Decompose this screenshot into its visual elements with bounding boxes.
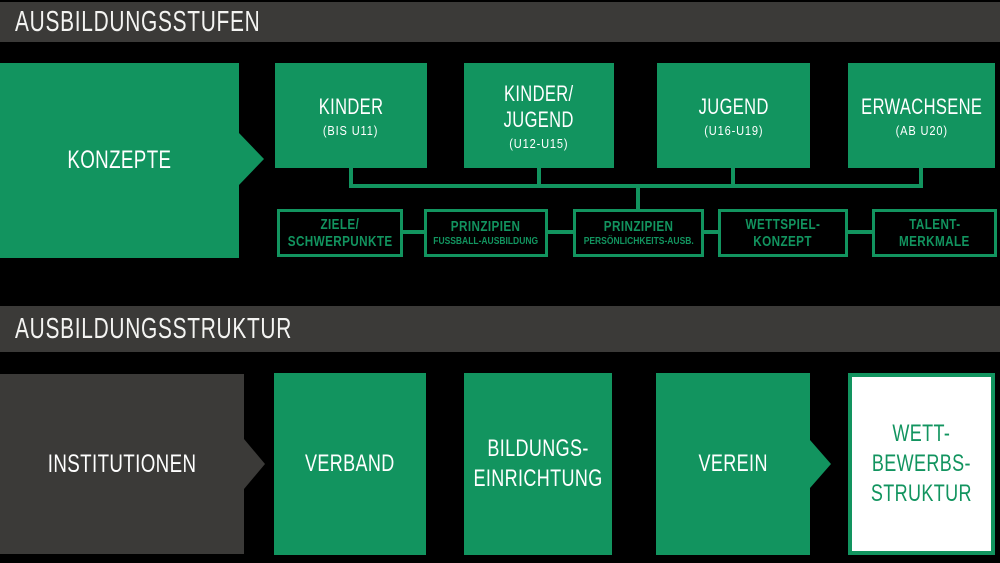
stage-title: ERWACHSENE [860, 93, 983, 119]
stage-subtitle: (AB U20) [895, 122, 948, 138]
arrow-right-icon [810, 440, 831, 488]
stage-subtitle: (U12-U15) [509, 135, 569, 151]
institutionen-label: INSTITUTIONEN [47, 449, 197, 478]
detail-line2: MERKMALE [899, 233, 970, 250]
stage-subtitle: (BIS U11) [323, 122, 379, 138]
connector-center-drop [636, 188, 640, 209]
connector-horizontal [349, 184, 922, 188]
section1-title: AUSBILDUNGSSTUFEN [15, 5, 261, 38]
connector-drop [919, 168, 923, 188]
section2-title: AUSBILDUNGSSTRUKTUR [15, 312, 293, 345]
connector-drop [731, 168, 735, 188]
stage-box-jugend: JUGEND (U16-U19) [657, 63, 810, 168]
detail-box-prinzipien-fussball: PRINZIPIEN FUSSBALL-AUSBILDUNG [424, 209, 548, 257]
detail-line2: PERSÖNLICHKEITS-AUSB. [583, 236, 694, 247]
detail-line2: FUSSBALL-AUSBILDUNG [433, 236, 539, 247]
connector-chain [403, 230, 424, 234]
arrow-right-icon [239, 133, 264, 185]
institution-label: BILDUNGS- EINRICHTUNG [473, 435, 603, 492]
stage-title: KINDER/ JUGEND [503, 80, 575, 132]
stage-subtitle: (U16-U19) [703, 122, 764, 138]
stage-box-kinder-jugend: KINDER/ JUGEND (U12-U15) [464, 63, 614, 168]
institution-box-wettbewerbsstruktur: WETT- BEWERBS- STRUKTUR [848, 373, 995, 555]
detail-line1: PRINZIPIEN [451, 218, 521, 235]
institutionen-box: INSTITUTIONEN [0, 374, 244, 554]
arrow-right-icon [244, 439, 265, 489]
connector-chain [704, 230, 718, 234]
detail-line1: WETTSPIEL- [745, 216, 821, 233]
institution-label: VERBAND [305, 450, 395, 477]
detail-line2: SCHWERPUNKTE [287, 233, 393, 250]
stage-box-erwachsene: ERWACHSENE (AB U20) [848, 63, 995, 168]
detail-line1: PRINZIPIEN [603, 218, 674, 235]
stage-title: JUGEND [698, 93, 769, 119]
connector-chain [548, 230, 573, 234]
institution-label: VEREIN [698, 450, 768, 477]
detail-line1: TALENT- [908, 216, 961, 233]
section1-header-bar: AUSBILDUNGSSTUFEN [0, 2, 1000, 42]
connector-chain [848, 230, 872, 234]
detail-box-ziele: ZIELE/ SCHWERPUNKTE [277, 209, 403, 257]
institution-box-verband: VERBAND [274, 373, 426, 555]
konzepte-label: KONZEPTE [67, 146, 172, 174]
konzepte-box: KONZEPTE [0, 63, 239, 258]
detail-box-talent: TALENT- MERKMALE [872, 209, 997, 257]
detail-box-wettspiel: WETTSPIEL- KONZEPT [718, 209, 848, 257]
institution-box-verein: VEREIN [656, 373, 810, 555]
connector-drop [349, 168, 353, 188]
section2-header-bar: AUSBILDUNGSSTRUKTUR [0, 306, 1000, 352]
detail-line2: KONZEPT [753, 233, 813, 250]
stage-title: KINDER [318, 93, 384, 119]
stage-box-kinder: KINDER (BIS U11) [275, 63, 427, 168]
detail-box-prinzipien-persoenlichkeit: PRINZIPIEN PERSÖNLICHKEITS-AUSB. [573, 209, 704, 257]
detail-line1: ZIELE/ [320, 216, 360, 233]
institution-label: WETT- BEWERBS- STRUKTUR [870, 420, 972, 507]
institution-box-bildungseinrichtung: BILDUNGS- EINRICHTUNG [464, 373, 612, 555]
connector-drop [537, 168, 541, 188]
